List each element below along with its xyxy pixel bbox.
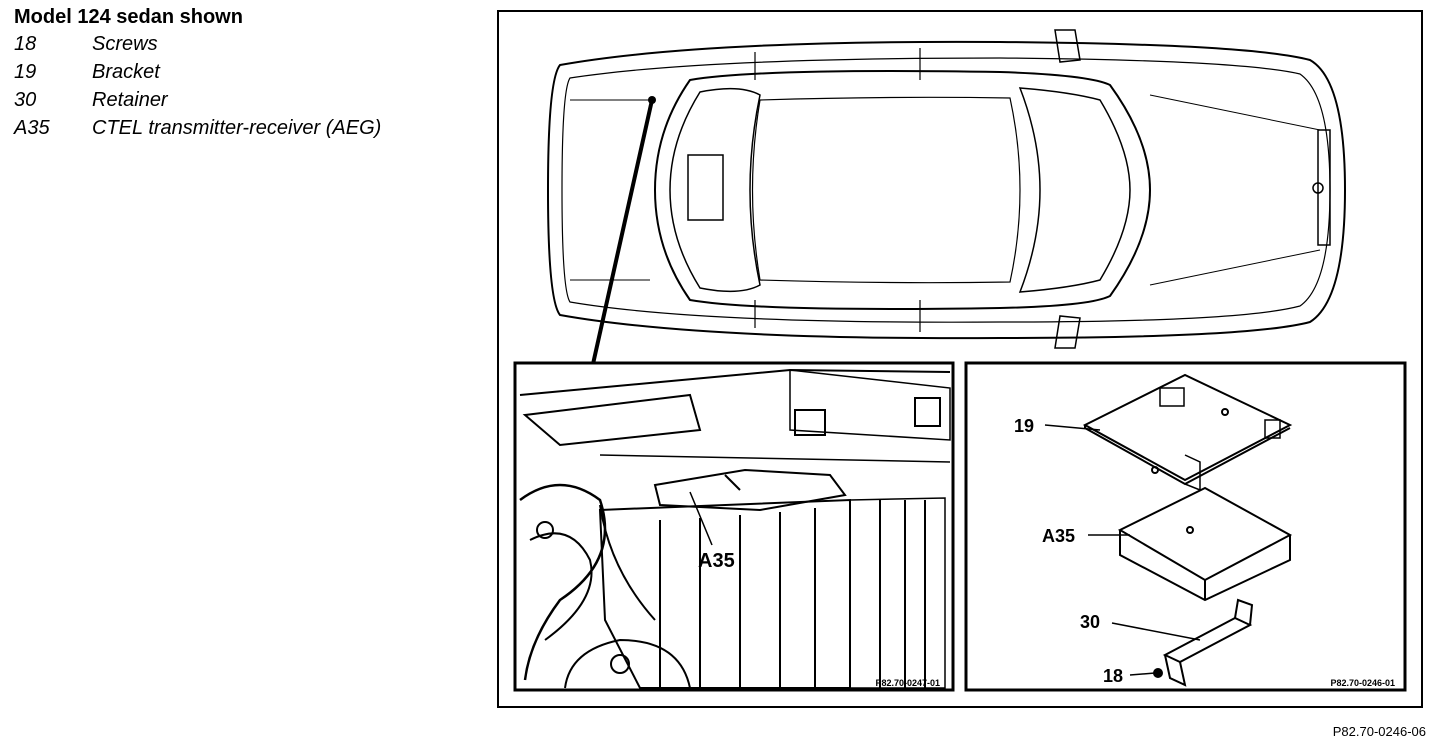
detail-left-ref: P82.70-0247-01 xyxy=(875,678,940,688)
callout-a35-right: A35 xyxy=(1042,526,1075,546)
legend-item: 30 Retainer xyxy=(14,86,381,114)
callout-a35-left: A35 xyxy=(698,550,735,572)
callout-18: 18 xyxy=(1103,666,1123,686)
leader-line xyxy=(591,99,654,365)
legend-label: Screws xyxy=(92,33,158,55)
legend-item: 19 Bracket xyxy=(14,58,381,86)
legend-code: 18 xyxy=(14,33,37,55)
car-top-view xyxy=(546,29,1347,349)
callout-30: 30 xyxy=(1080,612,1100,632)
detail-right-ref: P82.70-0246-01 xyxy=(1330,678,1395,688)
legend-label: Retainer xyxy=(92,89,168,111)
figure-frame xyxy=(497,10,1423,708)
figure-reference: P82.70-0246-06 xyxy=(1332,724,1426,739)
callout-leader-30 xyxy=(1111,622,1201,641)
legend-label: Bracket xyxy=(92,61,160,83)
legend-item: A35 CTEL transmitter-receiver (AEG) xyxy=(14,114,381,142)
callout-leader-a35 xyxy=(689,491,713,546)
callout-19: 19 xyxy=(1014,416,1034,436)
detail-panel-exploded xyxy=(964,361,1407,692)
callout-leader-18 xyxy=(1129,672,1156,676)
exploded-view-drawing xyxy=(1082,373,1293,687)
legend-code: 30 xyxy=(14,89,37,111)
parts-legend: Model 124 sedan shown 18 Screws 19 Brack… xyxy=(14,4,381,142)
legend-item: 18 Screws xyxy=(14,30,381,58)
legend-title: Model 124 sedan shown xyxy=(14,6,243,28)
detail-panel-trunk xyxy=(513,361,955,692)
mount-point-marker xyxy=(648,96,656,104)
callout-leader-19 xyxy=(1044,424,1101,431)
legend-code: 19 xyxy=(14,61,37,83)
legend-code: A35 xyxy=(14,117,50,139)
trunk-detail-drawing xyxy=(519,368,951,689)
legend-label: CTEL transmitter-receiver (AEG) xyxy=(92,117,382,139)
